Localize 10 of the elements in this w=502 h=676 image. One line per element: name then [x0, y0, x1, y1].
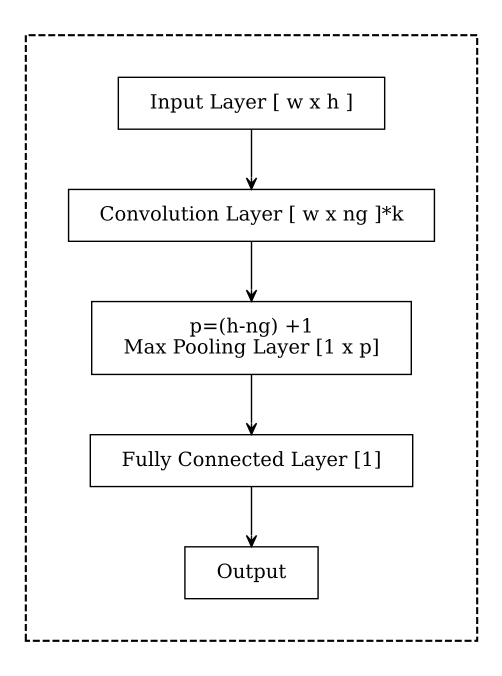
node-box: Output [184, 546, 318, 600]
node-box: Fully Connected Layer [1] [89, 434, 413, 488]
arrow [245, 129, 257, 190]
arrow [245, 486, 257, 548]
arrow [245, 374, 257, 436]
node-box: Input Layer [ w x h ] [117, 76, 385, 130]
arrow [245, 242, 257, 302]
node-box: p=(h-ng) +1 Max Pooling Layer [1 x p] [90, 300, 412, 376]
node-box: Convolution Layer [ w x ng ]*k [67, 188, 435, 242]
cluster [24, 34, 478, 642]
